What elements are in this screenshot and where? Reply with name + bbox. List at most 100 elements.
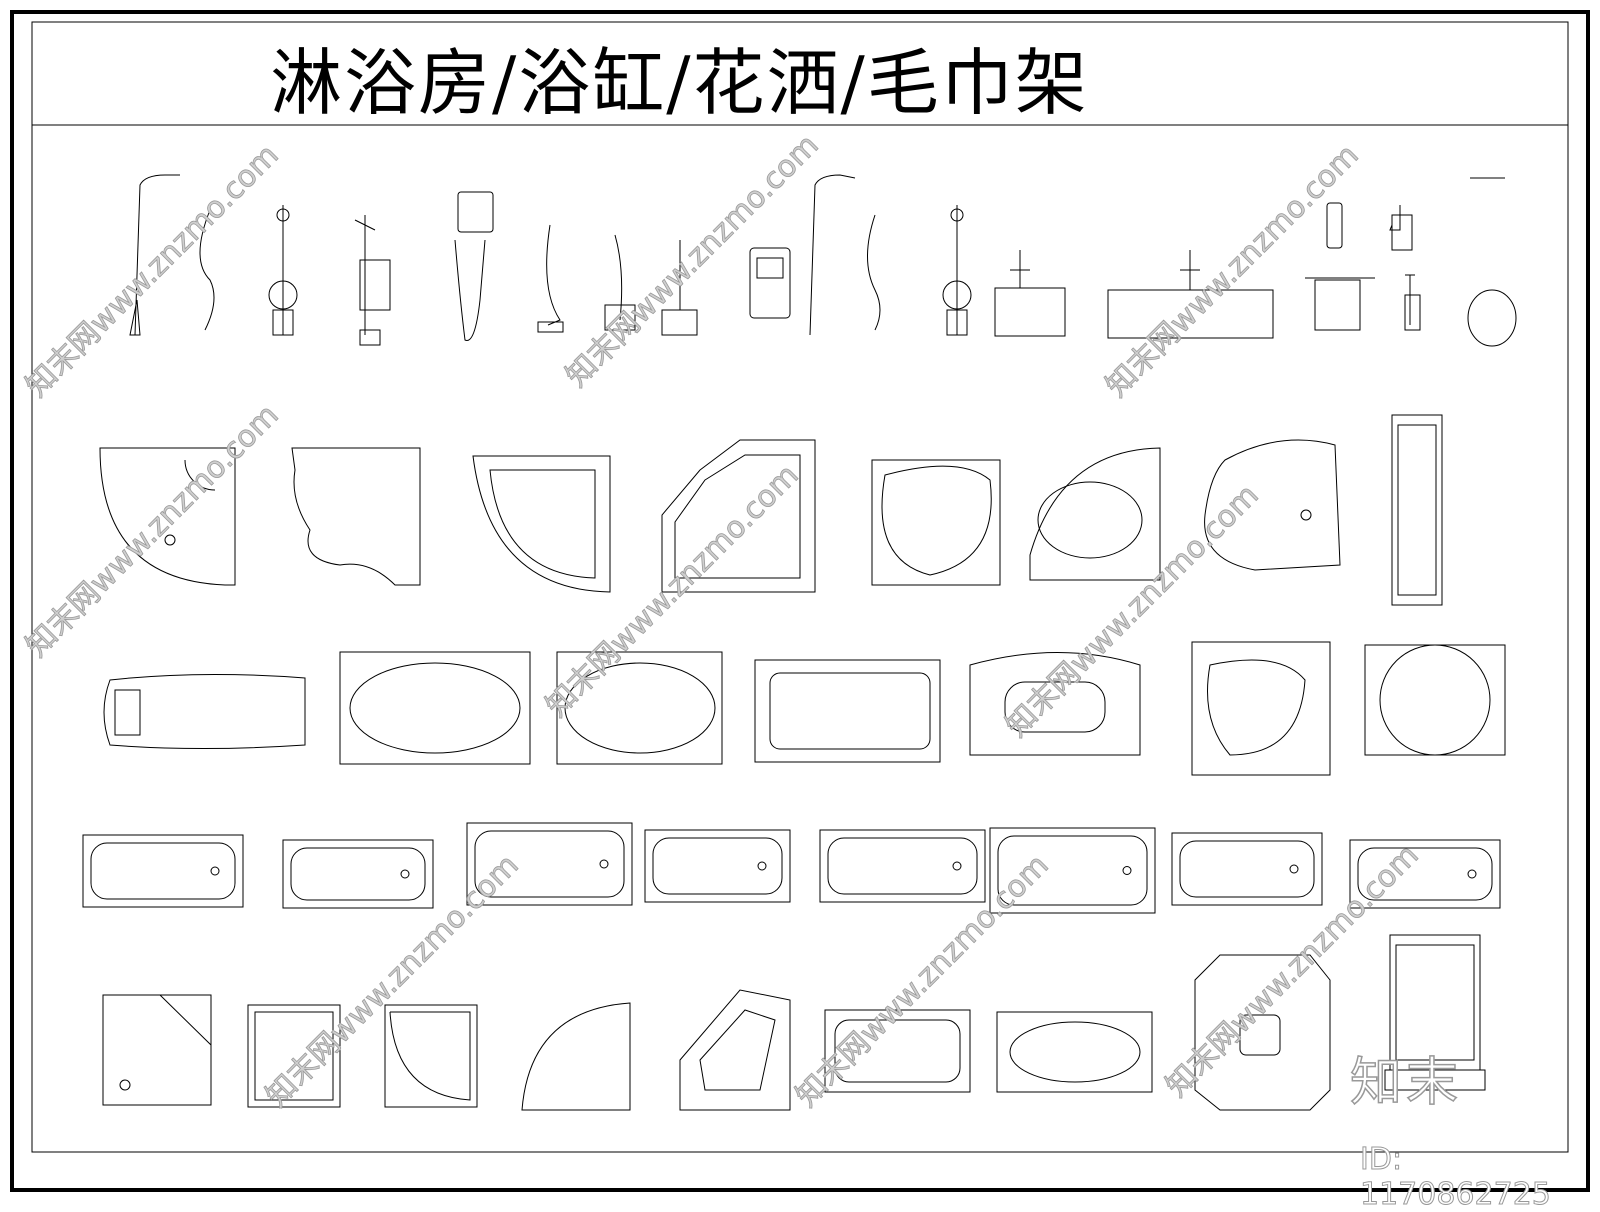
corner-shower-tray [679,989,791,1111]
square-shower-tray [247,1004,341,1108]
hanging-towel [1391,214,1413,251]
wall-mirror [1467,289,1517,347]
bathtub-elevation [994,287,1066,337]
tub-basin [90,842,236,900]
rectangular-tub [466,822,633,906]
tub-basin [1379,644,1491,756]
rectangular-tub [754,659,941,763]
tub-faucet [1180,250,1200,290]
tub-basin [827,837,978,895]
drain [599,859,609,869]
drain [952,861,962,871]
tub-basin [1357,847,1493,901]
drain [119,1079,131,1091]
shower-enclosure [1391,414,1443,606]
shower-column-base [129,299,141,336]
tub-basin [474,830,625,898]
drain [1289,864,1299,874]
tub-basin [349,662,521,754]
corner-tub [1029,447,1161,581]
faucet [604,304,636,331]
outer-border [10,10,1590,1192]
tray-curve [389,1011,471,1101]
shower-hose [199,209,215,331]
shower-bracket [272,309,294,336]
drain [757,861,767,871]
shower-glass [1395,944,1475,1061]
gas-water-heater [749,247,791,319]
faucet [537,321,564,333]
shower-column [809,174,856,336]
freeform-tub [1204,439,1341,571]
anti-slip-mat [699,1009,776,1091]
arched-tub [969,652,1141,756]
hand-shower [546,224,561,326]
faucet [661,309,698,336]
tub-basin [652,837,783,895]
shower-column [134,174,180,336]
drain [400,869,410,879]
corner-tub [291,447,421,586]
octagonal-tub [1194,954,1331,1111]
drain [1300,509,1312,521]
corner-jacuzzi [1191,641,1331,776]
rectangular-tub [996,1011,1153,1093]
handheld-shower-rail [354,215,376,335]
pentagon-tub [661,439,816,593]
corner-tub [99,447,236,586]
tub-seat [184,459,216,491]
tub-basin [1004,681,1106,733]
rectangular-tub [82,834,244,908]
tub-basin [769,672,931,750]
tray-bevel [159,994,212,1046]
tub-basin [1009,1021,1141,1083]
rectangular-tub [1171,832,1323,906]
water-heater-hose [454,239,486,341]
tub-basin [290,847,426,901]
drain [164,534,176,546]
hanging-towel [1404,294,1421,331]
towel-on-bar [1314,279,1361,331]
shower-valve [942,280,972,310]
oval-tub [556,651,723,765]
whirlpool-tub [339,651,531,765]
shower-tray [102,994,212,1106]
tub-basin [881,465,992,576]
tub-basin [564,662,716,754]
rectangular-tub [282,839,434,909]
shower-glass [1397,424,1437,596]
heater-panel [756,257,784,279]
page-title: 淋浴房/浴缸/花洒/毛巾架 [270,41,1089,125]
shower-head [950,208,964,222]
towel-ring [1389,205,1401,231]
drain [1467,869,1477,879]
towel-holder-tube [1326,202,1343,249]
shower-bracket [946,309,968,336]
drain [1122,866,1132,875]
rectangular-tub [989,827,1156,914]
tub-basin [1207,659,1306,756]
tub-basin [1179,840,1315,898]
towel-hook [1405,274,1415,325]
round-tub [1364,644,1506,756]
watermark-logo: 知末 [1349,1052,1463,1114]
drain [210,866,220,876]
shower-hose [867,214,881,331]
tub-basin [997,835,1148,906]
hand-shower [614,234,623,321]
rectangular-tub [819,829,986,903]
bathtub-elevation [1107,289,1274,339]
tub-basin [1037,481,1143,559]
quadrant-shower-tray [384,1004,478,1108]
watermark-id: ID: 1170862725 [1360,1142,1552,1212]
quadrant-shower-tray [521,1002,631,1111]
cabin-base [1384,1069,1486,1091]
water-heater [457,191,494,233]
rectangular-tub [644,829,791,903]
rectangular-tub [824,1009,971,1093]
shower-head [276,208,290,222]
tub-basin [489,469,596,579]
soaking-tub [103,673,306,749]
shower-valve [268,280,298,310]
